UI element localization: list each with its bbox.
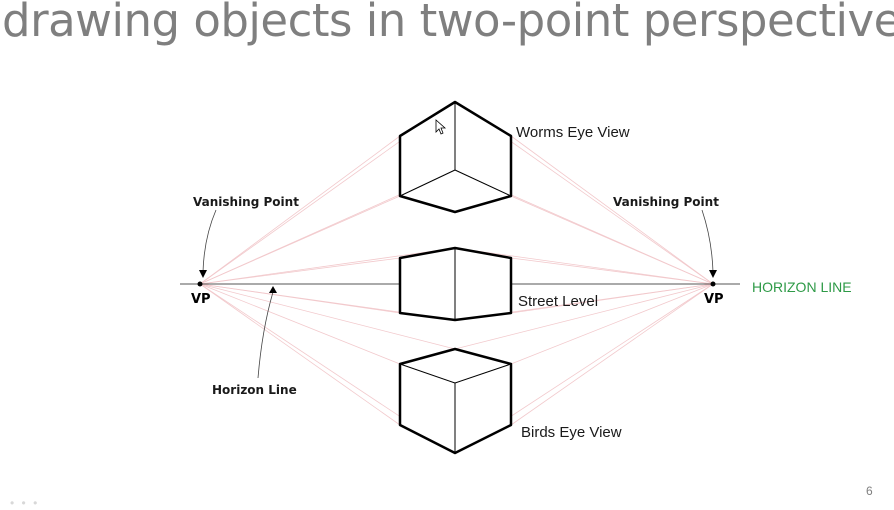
- street-level-label: Street Level: [518, 293, 598, 310]
- horizon-line-tag: HORIZON LINE: [752, 279, 852, 295]
- worms-eye-cube: [398, 100, 513, 214]
- worms-eye-label: Worms Eye View: [516, 124, 630, 141]
- street-level-cube: [398, 246, 513, 322]
- vanishing-point-right-label: Vanishing Point: [613, 195, 719, 209]
- birds-eye-cube: [398, 347, 513, 455]
- vp-right-label: VP: [704, 292, 724, 307]
- arrowheads: [199, 270, 717, 293]
- slide-indicator-dots: • • •: [10, 496, 40, 510]
- vanishing-point-left-label: Vanishing Point: [193, 195, 299, 209]
- birds-eye-label: Birds Eye View: [521, 424, 622, 441]
- construction-lines-left: [199, 101, 456, 454]
- vp-left-label: VP: [191, 292, 211, 307]
- horizon-line-callout-label: Horizon Line: [212, 383, 297, 397]
- vanishing-point-left-dot: [197, 281, 203, 287]
- callout-arrows: [202, 209, 714, 379]
- slide-title: drawing objects in two-point perspective: [2, 0, 894, 47]
- page-number: 6: [866, 484, 873, 498]
- vanishing-point-right-dot: [710, 281, 716, 287]
- mouse-cursor-icon: [435, 119, 447, 135]
